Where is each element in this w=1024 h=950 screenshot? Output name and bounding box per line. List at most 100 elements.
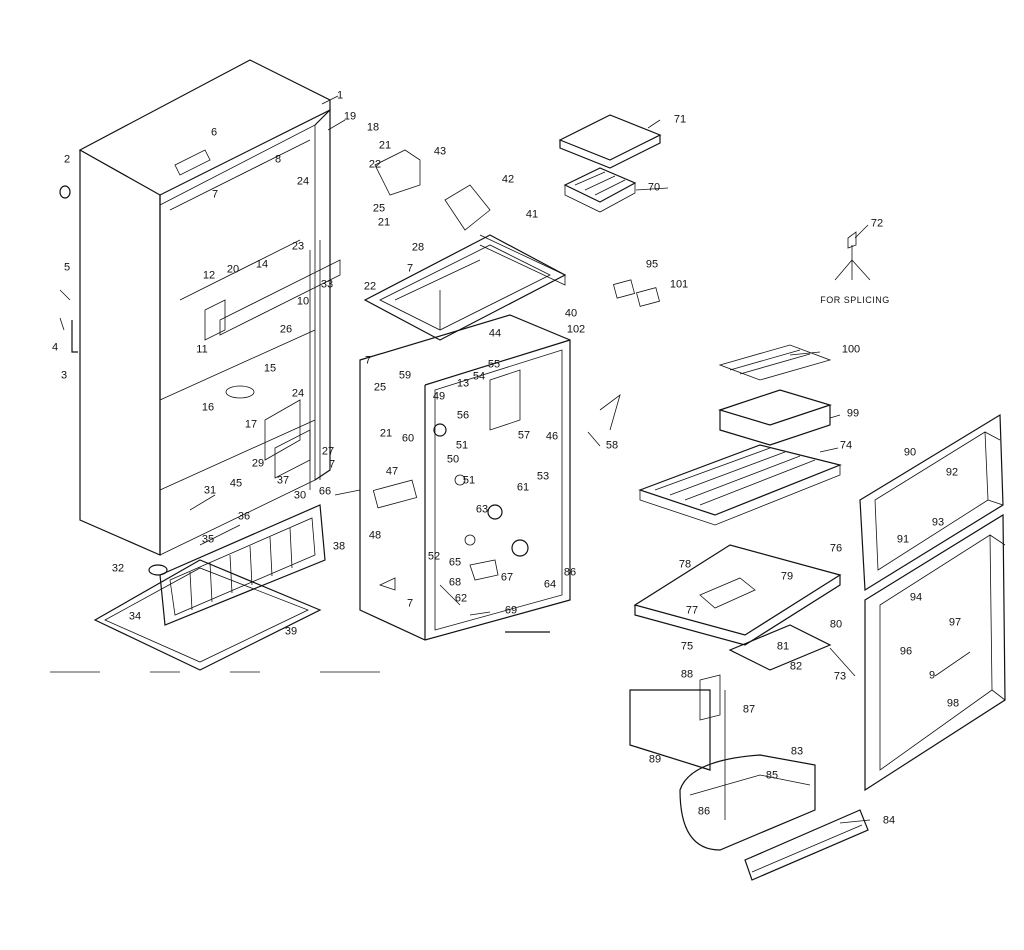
- part-label-86-repeat: 86: [697, 805, 711, 818]
- part-label-6: 6: [210, 126, 218, 139]
- part-label-84: 84: [882, 814, 896, 827]
- part-label-65: 65: [448, 556, 462, 569]
- part-label-102: 102: [566, 323, 586, 336]
- part-label-77: 77: [685, 604, 699, 617]
- part-label-51-repeat: 51: [462, 474, 476, 487]
- part-label-81: 81: [776, 640, 790, 653]
- part-label-35: 35: [201, 533, 215, 546]
- part-label-7-repeat: 7: [364, 354, 372, 367]
- leader-lines: [321, 95, 971, 824]
- part-label-94: 94: [909, 591, 923, 604]
- shelves-drawing: [629, 344, 869, 881]
- part-label-51: 51: [455, 439, 469, 452]
- part-label-41: 41: [525, 208, 539, 221]
- part-label-31: 31: [203, 484, 217, 497]
- part-label-13: 13: [456, 377, 470, 390]
- part-label-74: 74: [839, 439, 853, 452]
- part-label-46: 46: [545, 430, 559, 443]
- part-label-45: 45: [229, 477, 243, 490]
- part-label-4: 4: [51, 341, 59, 354]
- part-label-18: 18: [366, 121, 380, 134]
- part-label-19: 19: [343, 110, 357, 123]
- part-label-1: 1: [336, 89, 344, 102]
- part-label-34: 34: [128, 610, 142, 623]
- part-label-99: 99: [846, 407, 860, 420]
- part-label-16: 16: [201, 401, 215, 414]
- part-label-24: 24: [296, 175, 310, 188]
- part-label-8: 8: [274, 153, 282, 166]
- part-label-60: 60: [401, 432, 415, 445]
- part-label-20: 20: [226, 263, 240, 276]
- part-label-101: 101: [669, 278, 689, 291]
- part-label-21: 21: [378, 139, 392, 152]
- cabinet-drawing: [59, 59, 341, 556]
- part-label-63: 63: [475, 503, 489, 516]
- part-label-90: 90: [903, 446, 917, 459]
- part-label-72: 72: [870, 217, 884, 230]
- part-label-17: 17: [244, 418, 258, 431]
- part-label-92: 92: [945, 466, 959, 479]
- part-label-62: 62: [454, 592, 468, 605]
- ice-tray-drawing: [558, 114, 871, 307]
- part-label-48: 48: [368, 529, 382, 542]
- part-label-29: 29: [251, 457, 265, 470]
- part-label-36: 36: [237, 510, 251, 523]
- part-label-42: 42: [501, 173, 515, 186]
- part-label-26: 26: [279, 323, 293, 336]
- part-label-9: 9: [928, 669, 936, 682]
- part-label-96: 96: [899, 645, 913, 658]
- part-label-47: 47: [385, 465, 399, 478]
- part-label-88: 88: [680, 668, 694, 681]
- part-label-52: 52: [427, 550, 441, 563]
- splicing-note: FOR SPLICING: [820, 295, 890, 305]
- part-label-61: 61: [516, 481, 530, 494]
- part-label-30: 30: [293, 489, 307, 502]
- part-label-93: 93: [931, 516, 945, 529]
- part-label-2: 2: [63, 153, 71, 166]
- door-gasket-drawing: [859, 413, 1006, 792]
- part-label-86: 86: [563, 566, 577, 579]
- part-label-14: 14: [255, 258, 269, 271]
- part-label-80: 80: [829, 618, 843, 631]
- part-label-67: 67: [500, 571, 514, 584]
- part-label-55: 55: [487, 358, 501, 371]
- part-label-32: 32: [111, 562, 125, 575]
- part-label-37: 37: [276, 474, 290, 487]
- part-label-50: 50: [446, 453, 460, 466]
- part-label-22: 22: [368, 158, 382, 171]
- part-label-82: 82: [789, 660, 803, 673]
- part-label-15: 15: [263, 362, 277, 375]
- part-label-91: 91: [896, 533, 910, 546]
- part-label-39: 39: [284, 625, 298, 638]
- part-label-27: 27: [321, 445, 335, 458]
- liner-drawing: [334, 149, 621, 641]
- part-label-38: 38: [332, 540, 346, 553]
- part-label-76: 76: [829, 542, 843, 555]
- part-label-5: 5: [63, 261, 71, 274]
- part-label-49: 49: [432, 390, 446, 403]
- part-label-71: 71: [673, 113, 687, 126]
- part-label-10: 10: [296, 295, 310, 308]
- part-label-24-repeat: 24: [291, 387, 305, 400]
- part-label-11: 11: [196, 343, 208, 356]
- part-label-54: 54: [472, 370, 486, 383]
- part-label-7: 7: [406, 597, 414, 610]
- part-label-33: 33: [320, 278, 334, 291]
- part-label-21-repeat: 21: [379, 427, 393, 440]
- part-label-85: 85: [765, 769, 779, 782]
- part-label-7-repeat: 7: [211, 188, 219, 201]
- part-label-57: 57: [517, 429, 531, 442]
- part-label-70: 70: [647, 181, 661, 194]
- part-label-43: 43: [433, 145, 447, 158]
- part-label-87: 87: [742, 703, 756, 716]
- part-label-59: 59: [398, 369, 412, 382]
- part-label-22-repeat: 22: [363, 280, 377, 293]
- part-label-40: 40: [564, 307, 578, 320]
- part-label-7-repeat: 7: [406, 262, 414, 275]
- part-label-79: 79: [780, 570, 794, 583]
- part-label-89: 89: [648, 753, 662, 766]
- part-label-28: 28: [411, 241, 425, 254]
- part-label-75: 75: [680, 640, 694, 653]
